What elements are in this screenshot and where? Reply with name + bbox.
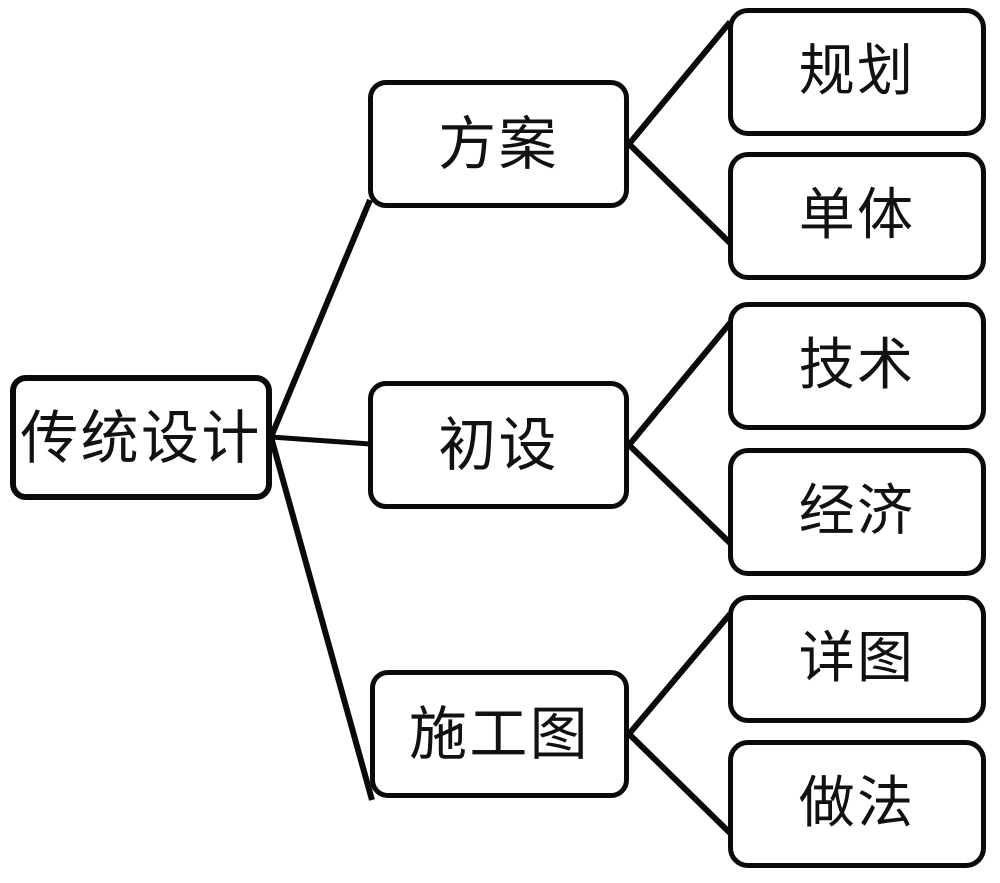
node-root-label: 传统设计 — [20, 403, 262, 472]
node-leaf-single-building-label: 单体 — [798, 183, 916, 248]
connector-branch-2-to-leaf-4 — [626, 442, 733, 546]
node-branch-scheme[interactable]: 方案 — [368, 80, 629, 208]
connector-branch-2-to-leaf-3 — [626, 321, 733, 447]
node-leaf-planning[interactable]: 规划 — [728, 8, 986, 136]
node-leaf-technology-label: 技术 — [798, 333, 916, 398]
connector-branch-1-to-leaf-2 — [626, 141, 733, 246]
connector-root-to-branch-2 — [270, 434, 371, 447]
connector-root-to-branch-1 — [268, 198, 373, 439]
node-branch-preliminary-design-label: 初设 — [438, 411, 559, 479]
connector-root-to-branch-3 — [268, 436, 375, 801]
node-leaf-single-building[interactable]: 单体 — [728, 152, 986, 280]
node-leaf-detail-drawing[interactable]: 详图 — [728, 595, 986, 723]
node-leaf-economy[interactable]: 经济 — [728, 448, 986, 576]
node-leaf-method-label: 做法 — [798, 771, 916, 836]
node-leaf-planning-label: 规划 — [798, 39, 916, 104]
node-leaf-method[interactable]: 做法 — [728, 740, 986, 868]
node-root[interactable]: 传统设计 — [10, 375, 272, 500]
connector-branch-1-to-leaf-1 — [626, 20, 733, 146]
node-leaf-economy-label: 经济 — [798, 479, 916, 544]
node-leaf-detail-drawing-label: 详图 — [798, 626, 916, 691]
node-branch-scheme-label: 方案 — [438, 110, 559, 178]
node-branch-construction-drawing-label: 施工图 — [409, 700, 590, 768]
node-branch-preliminary-design[interactable]: 初设 — [368, 381, 629, 509]
connector-branch-3-to-leaf-6 — [626, 731, 733, 836]
node-branch-construction-drawing[interactable]: 施工图 — [370, 670, 629, 798]
connector-branch-3-to-leaf-5 — [626, 612, 733, 736]
node-leaf-technology[interactable]: 技术 — [728, 302, 986, 430]
